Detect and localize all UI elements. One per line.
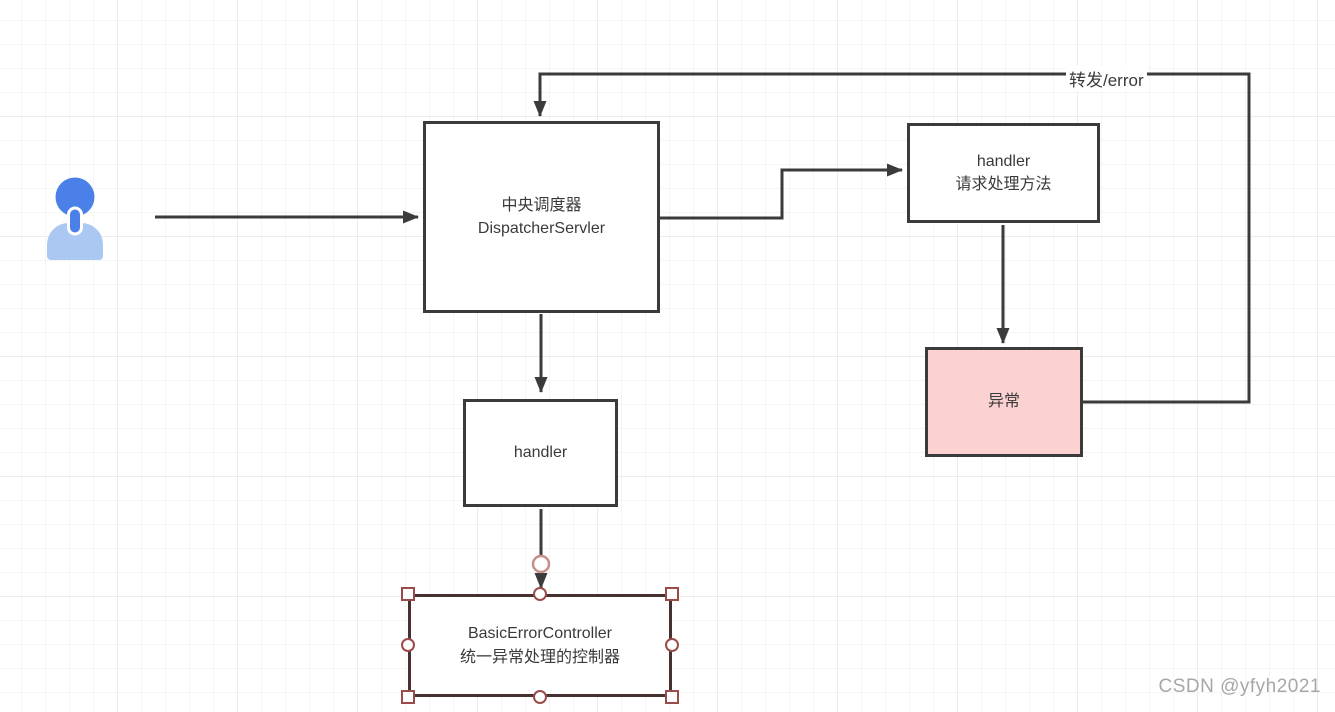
person-body	[47, 223, 103, 260]
node-dispatcher[interactable]: 中央调度器 DispatcherServler	[423, 121, 660, 313]
node-handler-method-line1: handler	[976, 152, 1031, 170]
selection-handle-ne[interactable]	[665, 587, 679, 601]
selection-handle-sw[interactable]	[401, 690, 415, 704]
edge-label-forward-error[interactable]: 转发/error	[1066, 66, 1147, 91]
connection-endpoint-ring[interactable]	[531, 554, 551, 574]
person-head	[55, 177, 95, 217]
node-error-controller[interactable]: BasicErrorController 统一异常处理的控制器	[408, 594, 672, 697]
selection-handle-w[interactable]	[401, 638, 415, 652]
node-handler-method[interactable]: handler 请求处理方法	[907, 123, 1100, 223]
node-error-controller-line1: BasicErrorController	[467, 625, 613, 643]
selection-handle-nw[interactable]	[401, 587, 415, 601]
node-handler-label: handler	[513, 444, 568, 462]
person-neck	[67, 206, 83, 236]
node-handler[interactable]: handler	[463, 399, 618, 507]
selection-handle-s[interactable]	[533, 690, 547, 704]
selection-handle-n[interactable]	[533, 587, 547, 601]
watermark: CSDN @yfyh2021	[1158, 676, 1321, 697]
selection-handle-se[interactable]	[665, 690, 679, 704]
user-person-icon[interactable]	[45, 176, 105, 260]
edge-dispatcher-to-handler-method[interactable]	[660, 163, 903, 220]
selection-handle-e[interactable]	[665, 638, 679, 652]
edge-exception-forward-error[interactable]	[533, 72, 1251, 404]
node-handler-method-line2: 请求处理方法	[955, 176, 1052, 193]
node-error-controller-line2: 统一异常处理的控制器	[459, 648, 620, 666]
node-dispatcher-line1: 中央调度器	[501, 196, 582, 214]
node-exception[interactable]: 异常	[925, 347, 1083, 457]
node-dispatcher-line2: DispatcherServler	[477, 220, 606, 237]
node-exception-label: 异常	[987, 393, 1020, 411]
